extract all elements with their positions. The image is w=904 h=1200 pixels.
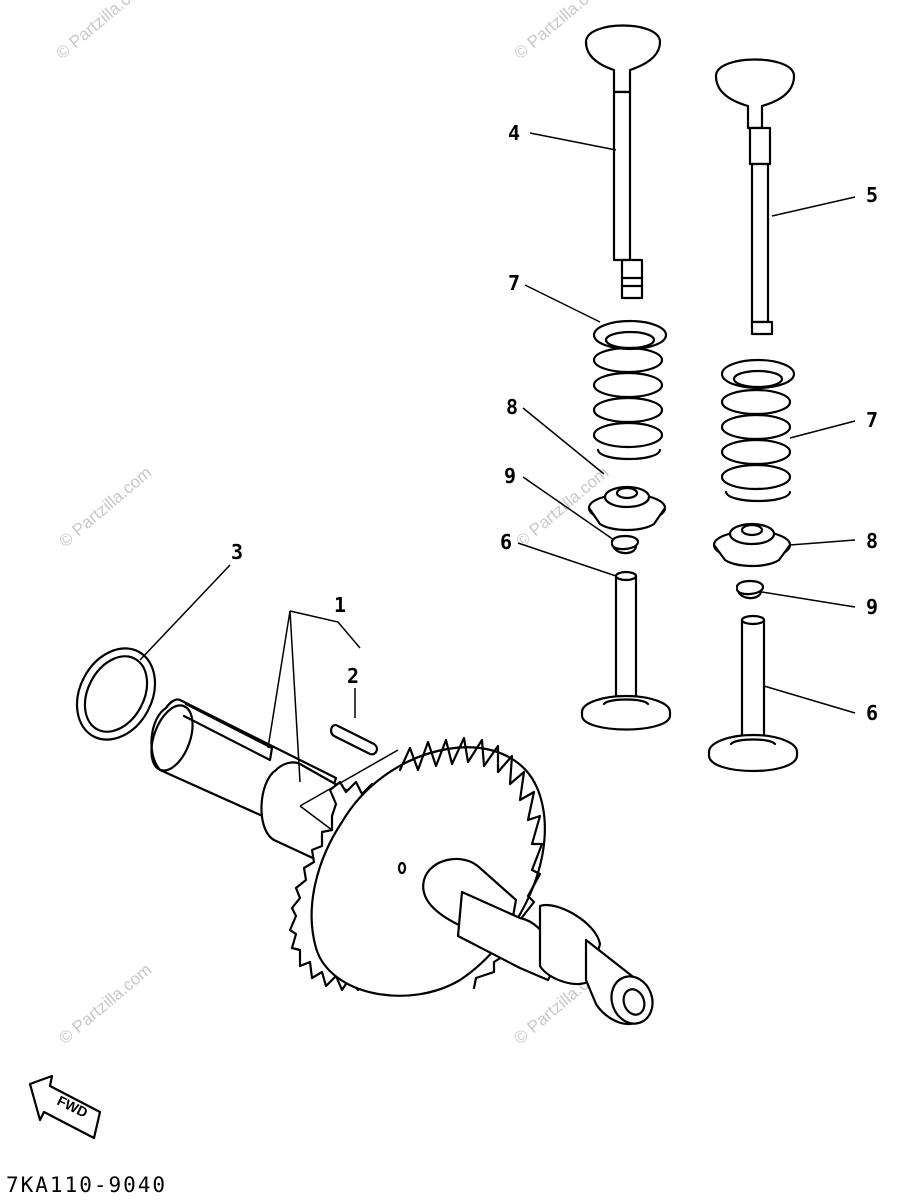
cam-shaft-washer bbox=[75, 647, 157, 741]
callout-5: 5 bbox=[866, 183, 878, 207]
drawing-code: 7KA110-9040 bbox=[6, 1173, 167, 1197]
watermark-text: © Partzilla.com bbox=[55, 463, 155, 551]
callout-8-left: 8 bbox=[506, 395, 518, 419]
callout-7-left: 7 bbox=[508, 271, 520, 295]
callout-6-right: 6 bbox=[866, 701, 878, 725]
valve-spring bbox=[592, 319, 668, 461]
valve-lifter bbox=[580, 570, 672, 731]
valve-spring bbox=[720, 358, 796, 503]
callout-8-right: 8 bbox=[866, 529, 878, 553]
callout-9-right: 9 bbox=[866, 595, 878, 619]
callouts: 1 2 3 4 5 7 7 8 8 9 9 6 6 bbox=[231, 121, 878, 725]
forward-direction-arrow: FWD bbox=[28, 1074, 102, 1140]
callout-7-right: 7 bbox=[866, 408, 878, 432]
leader-lines bbox=[139, 132, 856, 831]
callout-9-left: 9 bbox=[504, 464, 516, 488]
callout-4: 4 bbox=[508, 121, 520, 145]
spring-retainer bbox=[712, 522, 792, 568]
callout-2: 2 bbox=[347, 664, 359, 688]
exhaust-valve bbox=[714, 58, 796, 336]
valve-cotter bbox=[610, 534, 640, 555]
valve-lifter bbox=[707, 614, 799, 773]
valve-cotter bbox=[735, 579, 765, 600]
watermark-text: © Partzilla.com bbox=[55, 960, 155, 1048]
watermark-text: © Partzilla.com bbox=[52, 0, 152, 63]
callout-1: 1 bbox=[334, 593, 346, 617]
intake-valve bbox=[584, 24, 662, 300]
callout-3: 3 bbox=[231, 540, 243, 564]
camshaft-assembly bbox=[150, 698, 654, 1026]
callout-6-left: 6 bbox=[500, 530, 512, 554]
spring-retainer bbox=[587, 485, 667, 532]
dowel-pin bbox=[329, 724, 379, 756]
